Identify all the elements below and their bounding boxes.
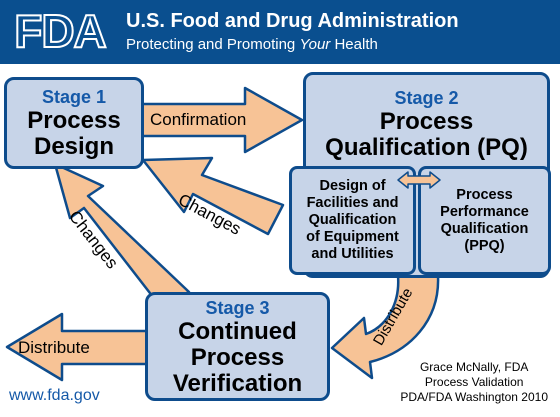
ppq-line3: Qualification <box>440 220 529 237</box>
header-bar: FDA U.S. Food and Drug Administration Pr… <box>0 0 560 64</box>
stage1-title-line2: Design <box>33 133 114 160</box>
stage3-title-line3: Verification <box>172 369 303 397</box>
bidirectional-arrow-icon <box>397 171 441 189</box>
design-line4: of Equipment <box>306 229 399 245</box>
ppq-box[interactable]: Process Performance Qualification (PPQ) <box>418 166 551 275</box>
credit-line3: PDA/FDA Washington 2010 <box>400 390 548 404</box>
changes-left-arrow <box>53 162 191 308</box>
fda-logo-text: FDA <box>13 5 108 57</box>
stage1-box[interactable]: Stage 1 Process Design <box>4 77 144 169</box>
stage2-label: Stage 2 <box>394 88 459 108</box>
agency-tagline: Protecting and Promoting Your Health <box>126 36 378 53</box>
credit-line2: Process Validation <box>424 375 524 389</box>
design-facilities-box[interactable]: Design of Facilities and Qualification o… <box>289 166 416 275</box>
ppq-line2: Performance <box>440 203 529 220</box>
stage3-title-line1: Continued <box>178 317 297 345</box>
agency-title: U.S. Food and Drug Administration <box>126 10 459 32</box>
stage3-title-line2: Process <box>190 343 285 371</box>
design-line1: Design of <box>319 178 386 194</box>
stage1-label: Stage 1 <box>41 87 107 107</box>
fda-website-link[interactable]: www.fda.gov <box>9 387 100 404</box>
credit-line1: Grace McNally, FDA <box>419 360 529 374</box>
stage3-box[interactable]: Stage 3 Continued Process Verification <box>145 292 330 401</box>
stage1-title-line1: Process <box>27 107 121 134</box>
changes-upper-arrow <box>141 156 285 236</box>
distribute-curved-arrow <box>330 274 440 380</box>
stage2-title-line2: Qualification (PQ) <box>325 134 528 161</box>
distribute-left-label: Distribute <box>18 338 90 357</box>
design-line5: and Utilities <box>311 246 394 262</box>
ppq-line4: (PPQ) <box>464 237 505 254</box>
fda-logo[interactable]: FDA <box>10 5 110 57</box>
design-line2: Facilities and <box>306 195 399 211</box>
ppq-line1: Process <box>456 186 513 203</box>
confirmation-label: Confirmation <box>150 110 247 129</box>
distribute-left-arrow <box>5 312 149 382</box>
stage3-label: Stage 3 <box>205 297 270 318</box>
credit-block: Grace McNally, FDA Process Validation PD… <box>400 360 548 405</box>
confirmation-arrow <box>140 86 304 154</box>
design-line3: Qualification <box>308 212 397 228</box>
stage2-title-line1: Process <box>379 108 474 135</box>
